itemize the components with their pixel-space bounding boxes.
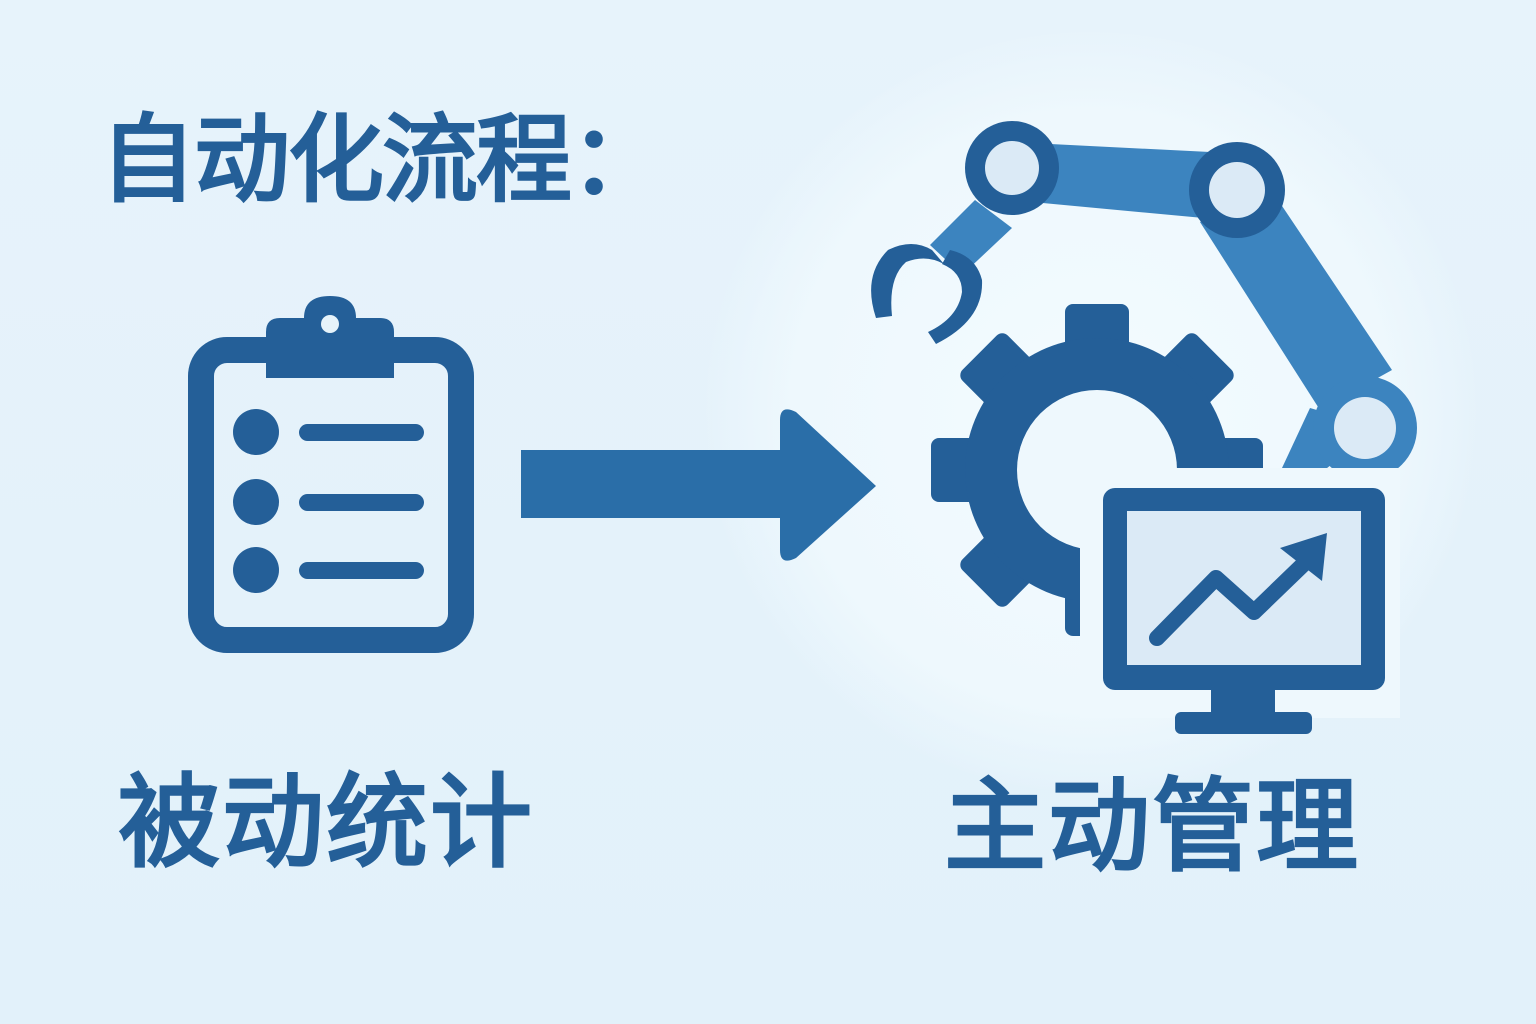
passive-statistics-label: 被动统计 <box>118 764 534 883</box>
arrow-right-icon <box>521 409 876 561</box>
page-title: 自动化流程： <box>100 104 666 216</box>
monitor-growth-chart-icon <box>1080 468 1400 734</box>
robotic-arm-icon <box>871 121 1417 480</box>
clipboard-checklist-icon <box>188 296 474 653</box>
active-management-label: 主动管理 <box>944 768 1360 887</box>
